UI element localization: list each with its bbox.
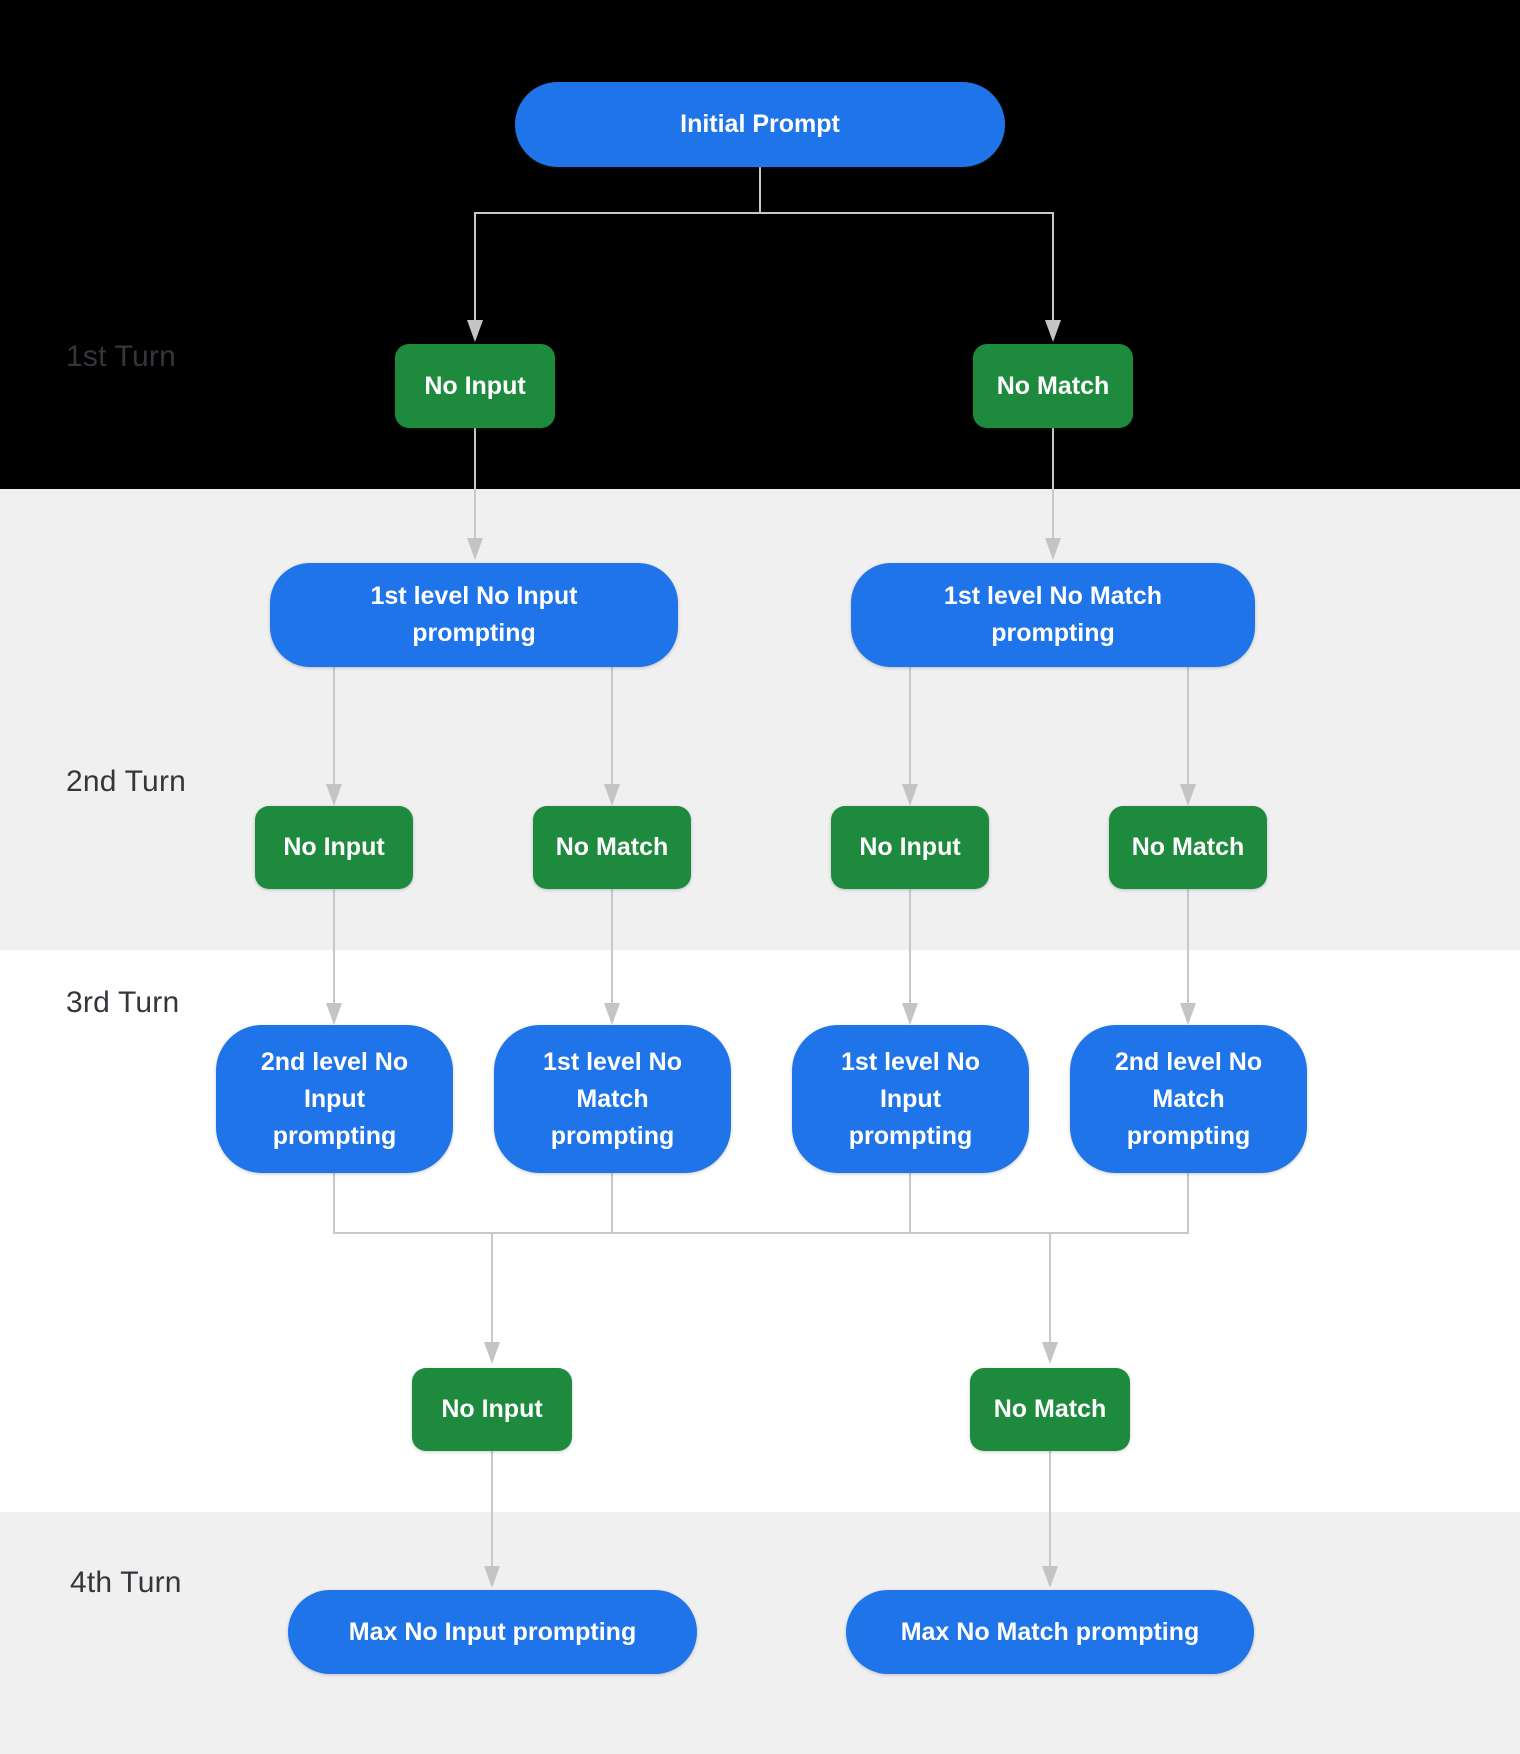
arrowhead-icon [484,1566,500,1588]
node-max-no-input-prompting: Max No Input prompting [288,1590,697,1674]
edge-line [333,667,335,784]
turn-label-4th: 4th Turn [70,1566,182,1599]
edge-line [909,667,911,784]
edge-line [1052,428,1054,538]
node-t1-no-input: No Input [395,344,555,428]
turn-label-1st: 1st Turn [66,340,176,373]
node-1st-level-no-match-prompting: 1st level No Match prompting [851,563,1255,667]
band-turn-2 [0,489,1520,950]
arrowhead-icon [326,1003,342,1025]
node-t2-no-match-right: No Match [1109,806,1267,889]
node-1st-level-no-input-prompting: 1st level No Input prompting [270,563,678,667]
node-1st-level-no-match-prompting-2: 1st level No Match prompting [494,1025,731,1173]
edge-line [909,1173,911,1234]
arrowhead-icon [484,1342,500,1364]
node-2nd-level-no-input-prompting: 2nd level No Input prompting [216,1025,453,1173]
arrowhead-icon [1180,784,1196,806]
edge-line [1049,1232,1051,1342]
edge-line [909,889,911,1003]
edge-line [611,889,613,1003]
arrowhead-icon [467,320,483,342]
edge-line [333,1173,335,1234]
arrowhead-icon [1180,1003,1196,1025]
node-max-no-match-prompting: Max No Match prompting [846,1590,1254,1674]
arrowhead-icon [1045,538,1061,560]
node-t2-no-input-left: No Input [255,806,413,889]
arrowhead-icon [326,784,342,806]
edge-line [759,167,761,214]
band-turn-1 [0,0,1520,489]
band-turn-3 [0,950,1520,1512]
band-turn-4 [0,1512,1520,1754]
node-t2-no-input-right: No Input [831,806,989,889]
edge-line [1187,1173,1189,1234]
node-2nd-level-no-match-prompting: 2nd level No Match prompting [1070,1025,1307,1173]
arrowhead-icon [1042,1566,1058,1588]
edge-line [474,428,476,538]
arrowhead-icon [604,1003,620,1025]
edge-line [474,212,1054,214]
arrowhead-icon [1045,320,1061,342]
node-1st-level-no-input-prompting-2: 1st level No Input prompting [792,1025,1029,1173]
arrowhead-icon [604,784,620,806]
node-t2-no-match-left: No Match [533,806,691,889]
arrowhead-icon [902,784,918,806]
edge-line [611,667,613,784]
node-initial-prompt: Initial Prompt [515,82,1005,167]
edge-line [1187,667,1189,784]
node-t3-no-input: No Input [412,1368,572,1451]
edge-line [1049,1451,1051,1566]
node-t3-no-match: No Match [970,1368,1130,1451]
edge-line [1187,889,1189,1003]
edge-line [1052,212,1054,320]
edge-line [474,212,476,320]
edge-line [333,889,335,1003]
turn-label-3rd: 3rd Turn [66,986,180,1019]
edge-bus-line [333,1232,1189,1234]
turn-label-2nd: 2nd Turn [66,765,187,798]
arrowhead-icon [902,1003,918,1025]
arrowhead-icon [1042,1342,1058,1364]
edge-line [611,1173,613,1234]
node-t1-no-match: No Match [973,344,1133,428]
arrowhead-icon [467,538,483,560]
edge-line [491,1232,493,1342]
edge-line [491,1451,493,1566]
